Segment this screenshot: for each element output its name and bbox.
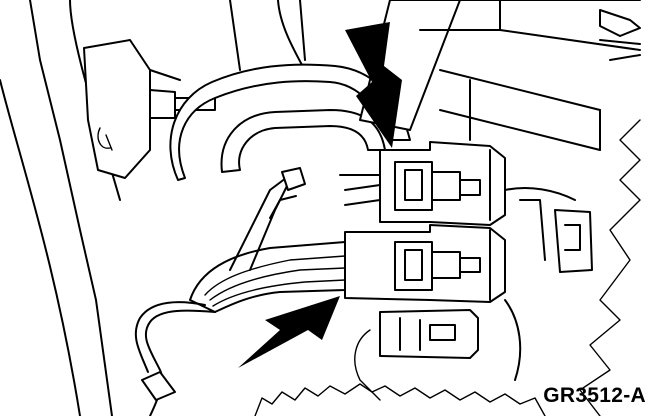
thin-cable — [134, 301, 216, 416]
figure-label: GR3512-A — [543, 384, 646, 407]
upper-pipes — [359, 0, 601, 151]
lower-plug — [354, 309, 479, 401]
bottom-connector — [344, 224, 506, 303]
arrow-bottom — [238, 296, 340, 368]
panel-outline — [0, 0, 641, 416]
hose-curve — [169, 63, 411, 181]
top-connector — [339, 141, 506, 226]
torn-edge — [254, 383, 546, 416]
upper-right-bracket — [579, 9, 641, 416]
wire-harness — [189, 167, 346, 313]
arrow-top — [345, 22, 402, 148]
right-bracket — [504, 187, 593, 381]
